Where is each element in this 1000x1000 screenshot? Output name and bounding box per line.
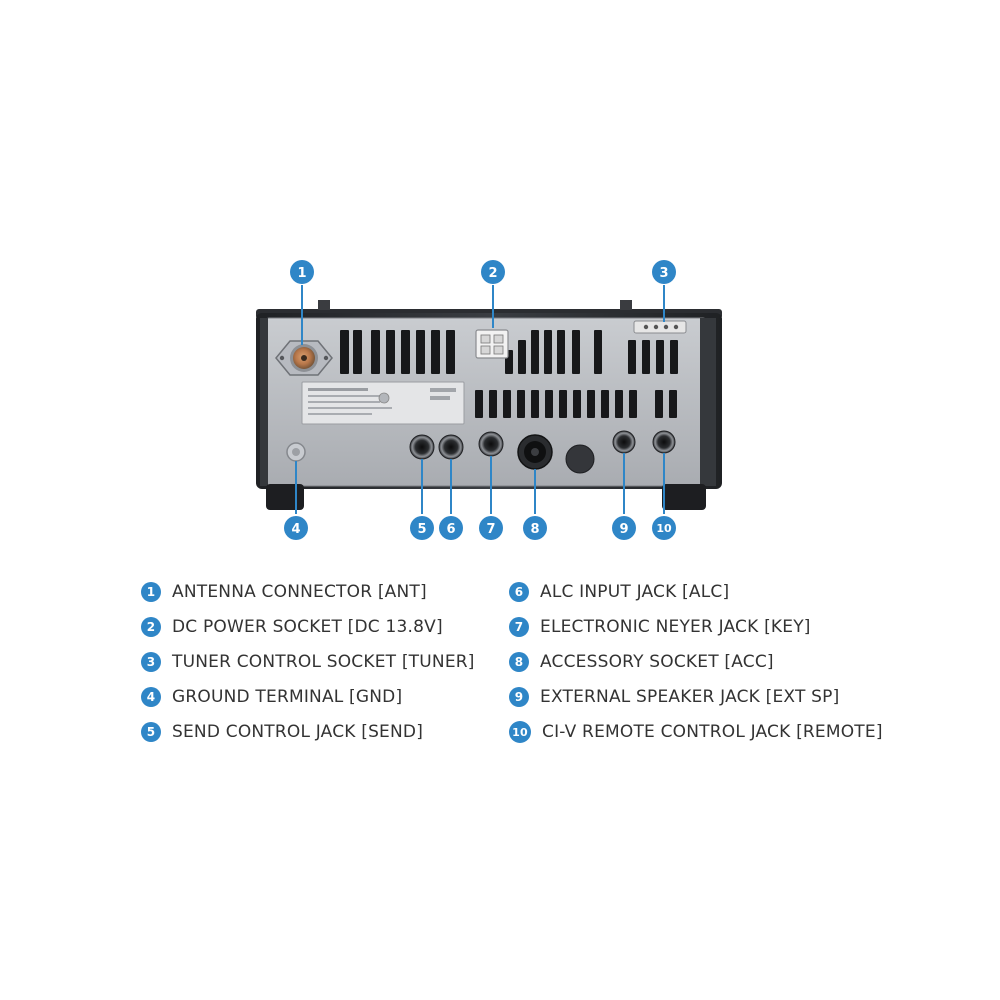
callout-number: 8 (530, 522, 539, 537)
rating-label-plate (301, 381, 465, 425)
callout-number: 10 (656, 522, 672, 535)
accessory-socket (517, 434, 553, 470)
callout-number: 3 (659, 266, 668, 281)
callout-marker-3: 3 (652, 260, 676, 284)
alc-input-jack (438, 434, 464, 460)
callout-number: 7 (486, 522, 495, 537)
callout-marker-6: 6 (439, 516, 463, 540)
callout-number: 6 (446, 522, 455, 537)
tuner-control-socket (633, 320, 687, 334)
right-foot (662, 484, 706, 510)
send-control-jack (409, 434, 435, 460)
dc-power-socket (475, 329, 509, 359)
callout-number: 4 (291, 522, 300, 537)
blank-plug (565, 444, 595, 474)
callout-number: 5 (417, 522, 426, 537)
callout-marker-4: 4 (284, 516, 308, 540)
callout-number: 9 (619, 522, 628, 537)
ground-terminal (286, 442, 306, 462)
external-speaker-jack (612, 430, 636, 454)
left-foot (266, 484, 304, 510)
callout-marker-9: 9 (612, 516, 636, 540)
callout-marker-7: 7 (479, 516, 503, 540)
callout-number: 1 (297, 266, 306, 281)
vent-slots (340, 330, 678, 418)
antenna-connector (275, 340, 333, 376)
callout-markers: 1 2 3 4 5 6 7 8 (284, 260, 676, 540)
callout-number: 2 (488, 266, 497, 281)
callout-marker-1: 1 (290, 260, 314, 284)
callout-marker-5: 5 (410, 516, 434, 540)
callout-marker-2: 2 (481, 260, 505, 284)
callout-marker-8: 8 (523, 516, 547, 540)
callout-marker-10: 10 (652, 516, 676, 540)
electronic-keyer-jack (478, 431, 504, 457)
callout-leader-lines (295, 285, 665, 514)
remote-control-jack (652, 430, 676, 454)
